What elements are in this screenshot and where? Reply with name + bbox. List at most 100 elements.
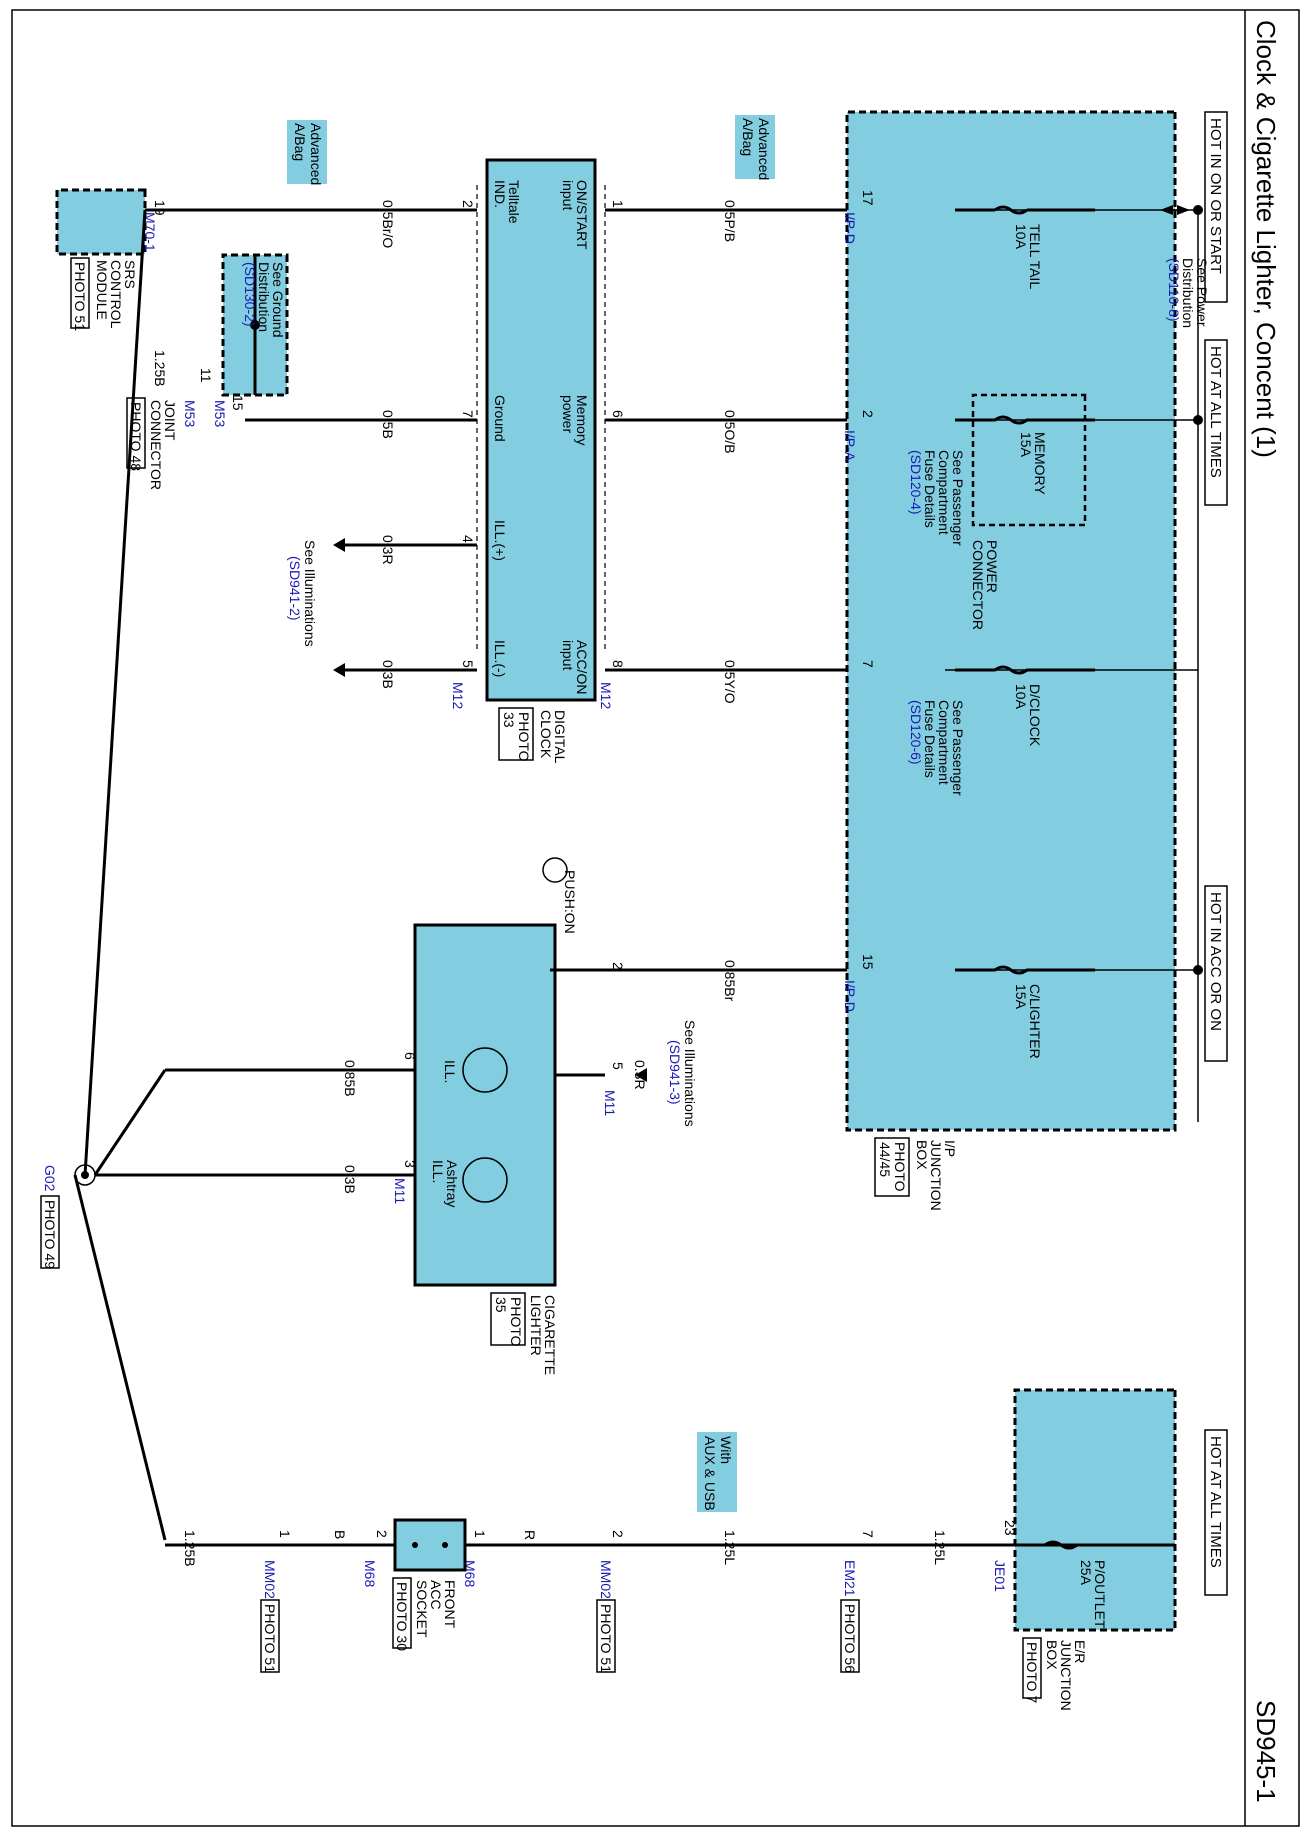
connector-je01: JE01 <box>992 1560 1008 1592</box>
wire-R: R <box>522 1530 538 1540</box>
svg-text:TELL TAIL10A: TELL TAIL10A <box>1013 224 1043 289</box>
mm02-pin-1: 1 <box>277 1530 293 1538</box>
clock-pin-7: 7 <box>460 410 476 418</box>
highlight-adv-abag-2 <box>287 120 327 184</box>
svg-text:D/CLOCK10A: D/CLOCK10A <box>1013 684 1043 747</box>
clock-pin-1: 1 <box>610 200 626 208</box>
svg-text:See GroundDistribution: See GroundDistribution <box>256 262 286 338</box>
wire-03R-a: 0.3R <box>380 535 396 565</box>
ip-junction-photo: PHOTO44/45 <box>877 1142 908 1192</box>
header-hot-at-all-times-2: HOT AT ALL TIMES <box>1204 1429 1228 1596</box>
ref-ground-dist-code: (SD130-2) <box>242 262 258 327</box>
diagram-title: Clock & Cigarette Lighter, Concent (1) <box>1251 20 1281 458</box>
header-hot-in-acc-or-on: HOT IN ACC OR ON <box>1204 885 1228 1062</box>
svg-text:HOT IN ACC OR ON: HOT IN ACC OR ON <box>1207 892 1224 1031</box>
svg-text:HOT AT ALL TIMES: HOT AT ALL TIMES <box>1207 1436 1224 1568</box>
connector-m53-b: M53 <box>182 400 198 427</box>
wire-05OB: 0.5O/B <box>722 410 738 454</box>
svg-text:ON/STARTinput: ON/STARTinput <box>560 180 590 250</box>
connector-m12-b: M12 <box>450 682 466 709</box>
schematic-rotated: Clock & Cigarette Lighter, Concent (1) S… <box>40 20 1281 1803</box>
wire-085Br: 0.85Br <box>722 960 738 1002</box>
joint-pin-11: 11 <box>198 368 214 383</box>
ip-junction-label: I/PJUNCTIONBOX <box>914 1140 958 1211</box>
em21-pin-7: 7 <box>860 1530 876 1538</box>
front-acc-photo: PHOTO 30 <box>394 1582 410 1651</box>
digital-clock <box>485 158 597 702</box>
digital-clock-photo: PHOTO33 <box>501 712 532 762</box>
er-junction-box <box>1013 1388 1177 1632</box>
wire-05BrO: 0.5Br/O <box>380 200 396 248</box>
ref-power-dist-code: (SD110-8) <box>1166 258 1182 322</box>
ground-g02: G02 <box>42 1165 58 1192</box>
svg-text:MEMORY15A: MEMORY15A <box>1018 432 1048 495</box>
highlight-aux-usb <box>697 1432 737 1512</box>
connector-m68-b: M68 <box>362 1560 378 1587</box>
clock-pin-4: 4 <box>460 535 476 543</box>
digital-clock-label: DIGITALCLOCK <box>538 710 568 764</box>
ground-photo: PHOTO 49 <box>42 1200 58 1269</box>
m68-pin-2: 2 <box>374 1530 390 1538</box>
er-pin-23: 23 <box>1002 1520 1018 1536</box>
wire-125B-b: 1.25B <box>182 1530 198 1567</box>
svg-text:ILL.(+): ILL.(+) <box>492 520 508 561</box>
lighter-pin-6: 6 <box>402 1052 418 1060</box>
svg-text:WithAUX & USB: WithAUX & USB <box>702 1436 734 1511</box>
clock-pin-8: 8 <box>610 660 626 668</box>
er-junction-label: E/RJUNCTIONBOX <box>1044 1640 1088 1711</box>
connector-ipd-1: I/P-D <box>842 212 858 244</box>
connector-m11-a: M11 <box>602 1090 618 1116</box>
connector-ipd-2: I/P-D <box>842 980 858 1012</box>
ref-illum-2-code: (SD941-3) <box>667 1040 683 1105</box>
svg-text:AdvancedA/Bag: AdvancedA/Bag <box>740 118 772 180</box>
connector-mm02-a: MM02 <box>598 1560 614 1599</box>
wire-085B: 0.85B <box>342 1060 358 1097</box>
front-acc-socket <box>393 1518 467 1572</box>
header-hot-in-on-or-start: HOT IN ON OR START <box>1204 111 1228 303</box>
pin-2a: 2 <box>860 410 876 418</box>
wire-B: B <box>332 1530 348 1539</box>
ref-pass-comp-2-code: (SD120-6) <box>908 700 924 765</box>
svg-text:ILL.(-): ILL.(-) <box>492 640 508 677</box>
joint-pin-15: 15 <box>230 395 246 411</box>
mm02-pin-2: 2 <box>610 1530 626 1538</box>
ref-pass-comp-1: See PassengerCompartmentFuse Details <box>922 450 966 546</box>
page-frame <box>11 9 1300 1827</box>
ref-illum-1-code: (SD941-2) <box>287 556 303 621</box>
ashtray-bulb-icon <box>462 1157 508 1203</box>
lighter-pin-3: 3 <box>402 1160 418 1168</box>
ref-power-dist: See PowerDistribution <box>1180 258 1210 328</box>
ref-illum-1: See Illuminations <box>302 540 318 647</box>
svg-text:HOT AT ALL TIMES: HOT AT ALL TIMES <box>1207 346 1224 478</box>
connector-m70: M70-1 <box>142 212 158 252</box>
connector-m11-b: M11 <box>392 1178 408 1204</box>
connector-m53-a: M53 <box>212 400 228 427</box>
em21-photo: PHOTO 56 <box>842 1604 858 1673</box>
push-on-label: PUSH:ON <box>562 870 578 934</box>
svg-text:ACC/ONinput: ACC/ONinput <box>560 640 590 694</box>
cig-lighter-label: CIGARETTELIGHTER <box>528 1295 558 1375</box>
ref-pass-comp-1-code: (SD120-4) <box>908 450 924 515</box>
pin-17: 17 <box>860 190 876 206</box>
wire-05B: 0.5B <box>380 410 396 439</box>
ill-bulb-icon <box>462 1047 508 1093</box>
svg-text:AshtrayILL.: AshtrayILL. <box>430 1160 460 1207</box>
wire-125L-b: 1.25L <box>722 1530 738 1565</box>
svg-text:Memorypower: Memorypower <box>560 395 590 446</box>
fuse-memory: MEMORY15A POWERCONNECTOR <box>955 393 1095 630</box>
cig-lighter-photo: PHOTO35 <box>493 1297 524 1347</box>
svg-text:ILL.: ILL. <box>442 1060 458 1083</box>
ref-pass-comp-2: See PassengerCompartmentFuse Details <box>922 700 966 796</box>
diagram-code: SD945-1 <box>1251 1700 1281 1803</box>
srs-label: SRSCONTROLMODULE <box>94 260 138 329</box>
wire-05YO: 0.5Y/O <box>722 660 738 704</box>
svg-text:POWERCONNECTOR: POWERCONNECTOR <box>970 540 1000 630</box>
push-button-icon <box>542 857 568 883</box>
fuse-dclock: D/CLOCK10A <box>955 665 1095 747</box>
srs-module <box>55 188 147 256</box>
cigarette-lighter <box>413 923 557 1287</box>
fuse-tell-tail: TELL TAIL10A <box>955 205 1095 289</box>
svg-text:HOT IN ON OR START: HOT IN ON OR START <box>1207 118 1224 274</box>
fuse-clighter: C/LIGHTER15A <box>955 965 1095 1059</box>
